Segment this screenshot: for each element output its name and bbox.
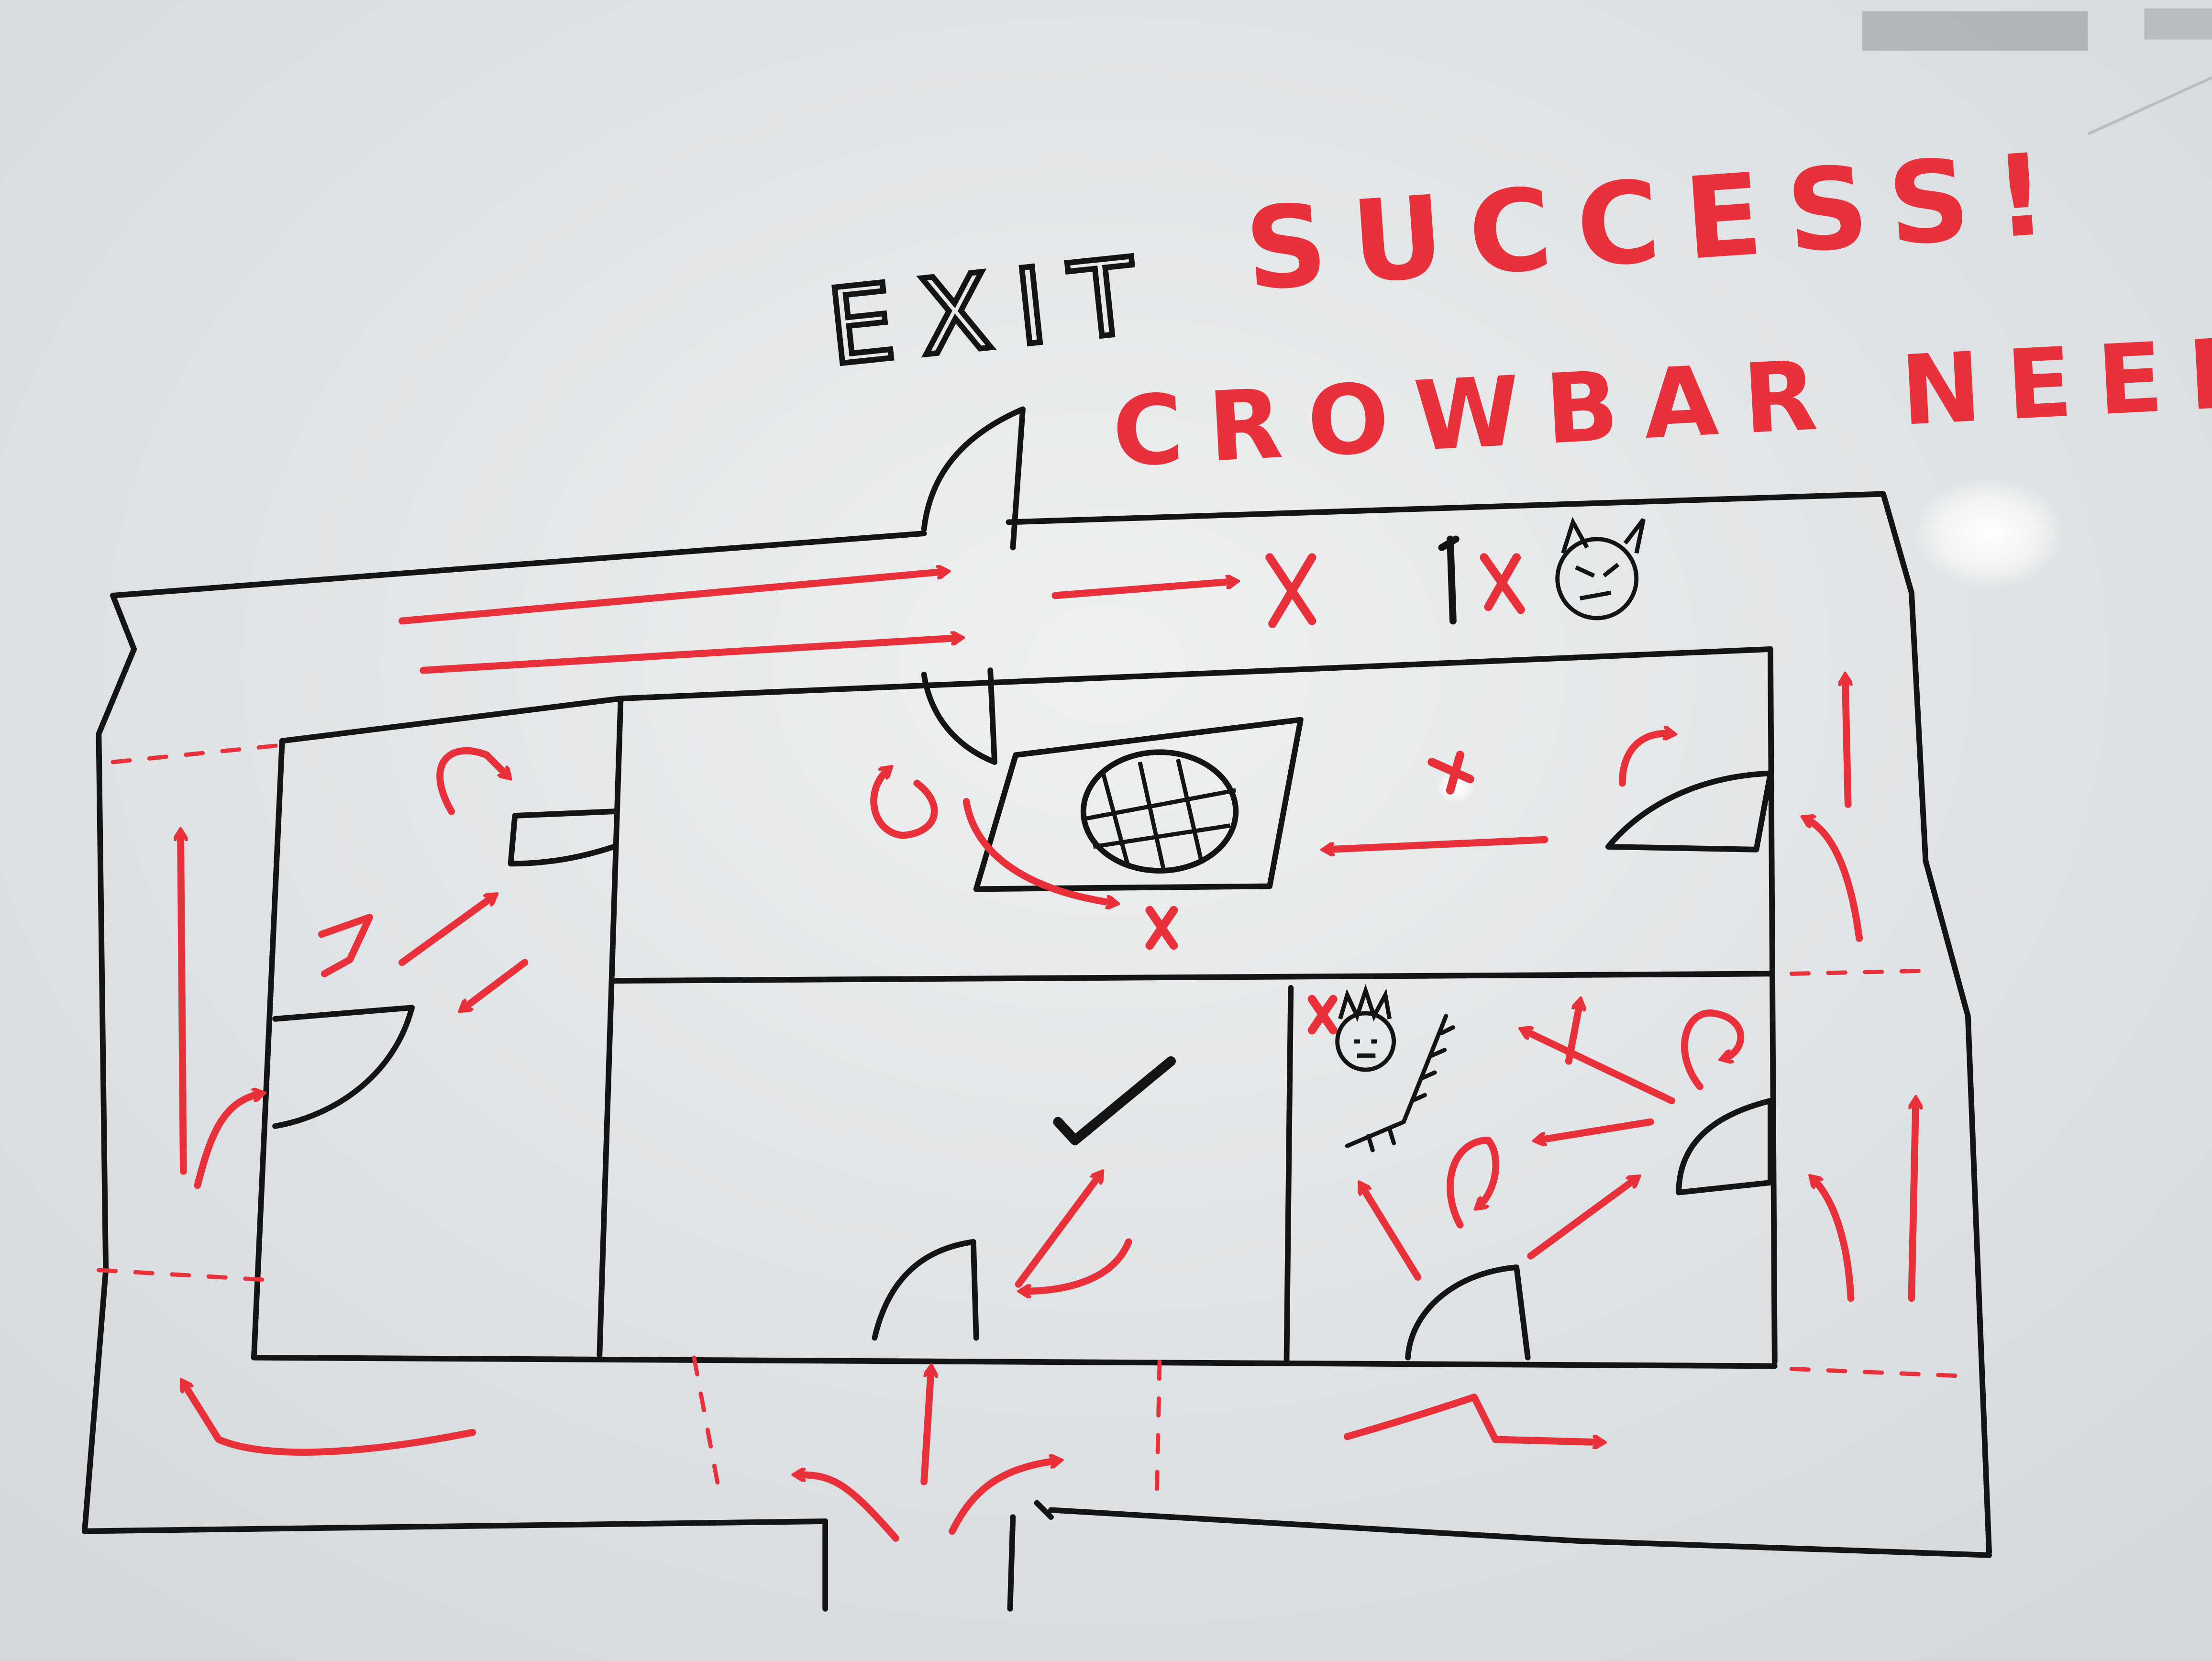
board-top-edge [1862,11,2088,51]
x-mark-icon [1427,751,1474,795]
route-arrow [1806,819,1863,942]
route-arrow [1326,836,1548,850]
door-swing-icon [1405,1264,1531,1361]
entrance-tick [1034,1500,1054,1520]
board-edge-line [2087,76,2212,135]
route-arrow [1813,1178,1855,1302]
divider-right [1283,985,1294,1365]
light-glare [1911,477,2067,590]
dashed-boundary-bottom-a [692,1355,722,1495]
outer-wall-top-right [1006,491,1914,596]
dashed-boundary-right-bottom [1789,1366,1963,1378]
route-arrow [962,798,1115,903]
door-swing-icon [1676,1098,1773,1196]
route-arrow [949,1461,1058,1535]
route-arrow [1361,1185,1422,1281]
entrance-wall-right [1007,1514,1016,1612]
route-arrows [180,572,1916,1542]
route-arrow [463,959,529,1009]
dashed-boundary-top-left [111,743,285,764]
route-arrow [398,896,494,966]
door-swing-icon [921,406,1026,551]
route-arrow [1618,733,1671,787]
route-arrow [1023,1238,1132,1291]
route-arrow [194,1094,261,1189]
x-mark-icon [1265,553,1316,628]
dashed-boundary-bottom-left [97,1268,270,1282]
route-arrow [1565,1002,1580,1065]
outer-wall-bottom-left [82,1518,829,1534]
x-mark-icon [1145,906,1178,950]
red-dashed-lines [97,743,1963,1498]
route-arrow [318,914,374,977]
route-arrow [398,572,945,625]
route-arrow [1015,1174,1100,1288]
board-top-edge-2 [2144,8,2212,40]
door-swing-icon [1605,770,1773,853]
route-arrow [183,1383,476,1456]
route-arrow [1908,1101,1916,1302]
x-mark-icon [1480,553,1525,614]
route-arrow [1343,1393,1601,1442]
floor-plan-walls [82,491,1992,1612]
route-arrow [1051,581,1235,599]
divider-middle [610,971,1773,984]
divider-left [597,696,624,1358]
door-swing-icon [272,1005,415,1129]
route-arrow [870,769,938,839]
outer-wall-top-left [110,531,927,598]
route-arrow [180,832,183,1175]
route-arrow [436,747,508,815]
route-arrow [1845,677,1848,808]
checkmark-icon [1053,1056,1176,1145]
angry-face-icon [1555,517,1646,620]
x-mark-icon [1307,995,1338,1035]
route-arrow [1527,1178,1637,1260]
route-arrow [920,1369,931,1485]
x-marks [1145,553,1525,1035]
inner-wall-right [1768,646,1778,1365]
inner-wall-left [251,738,285,1361]
doors [272,406,1773,1361]
route-arrow [1524,1030,1675,1105]
route-arrow [797,1475,899,1542]
barbed-wire-icon [1345,1014,1455,1152]
route-arrow [1447,1137,1500,1229]
outer-wall-bottom-right [1048,1507,1992,1558]
door-swing-icon [872,1239,979,1341]
route-arrow [420,638,960,674]
spiky-face-icon [1335,984,1396,1072]
door-swing-icon [508,808,617,867]
dashed-boundary-bottom-b [1154,1360,1162,1498]
route-arrow [1537,1118,1654,1140]
crowbar-icon [1438,535,1460,625]
door-swing-icon [921,667,997,765]
outer-wall-left [82,592,137,1534]
outer-wall-right [1908,590,1992,1555]
route-arrow [1681,1009,1745,1090]
inner-wall-bottom [251,1354,1778,1369]
